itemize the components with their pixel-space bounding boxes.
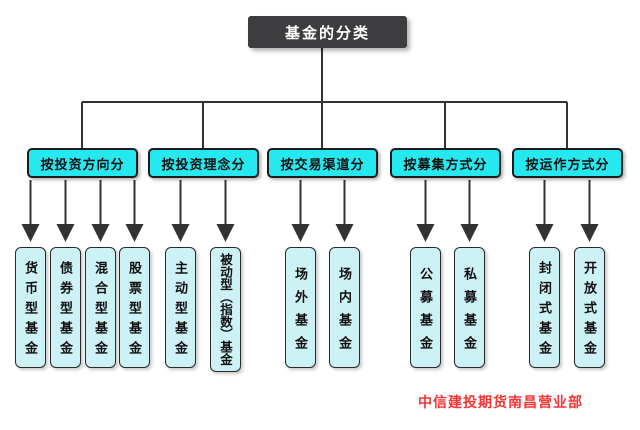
leaf-node-closed-end-fund: 封闭式基金 [529,247,560,368]
category-node-fundraising-method: 按募集方式分 [390,148,501,178]
category-node-investment-direction: 按投资方向分 [27,148,138,178]
leaf-node-passive-index-fund: 被动型（指数）基金 [210,247,241,372]
category-node-investment-philosophy: 按投资理念分 [148,148,259,178]
category-node-trading-channel: 按交易渠道分 [267,148,378,178]
root-node-fund-classification: 基金的分类 [248,16,407,48]
leaf-node-active-fund: 主动型基金 [165,247,196,368]
leaf-node-open-end-fund: 开放式基金 [574,247,605,368]
leaf-node-bond-fund: 债券型基金 [50,247,81,368]
category-node-operation-method: 按运作方式分 [512,148,623,178]
leaf-node-hybrid-fund: 混合型基金 [85,247,116,368]
leaf-node-exchange-fund: 场内基金 [329,247,360,368]
leaf-node-money-fund: 货币型基金 [15,247,46,368]
branch-watermark-text: 中信建投期货南昌营业部 [418,394,583,410]
leaf-node-private-fund: 私募基金 [454,247,485,368]
leaf-node-equity-fund: 股票型基金 [119,247,150,368]
leaf-node-otc-fund: 场外基金 [285,247,316,368]
leaf-node-public-fund: 公募基金 [410,247,441,368]
